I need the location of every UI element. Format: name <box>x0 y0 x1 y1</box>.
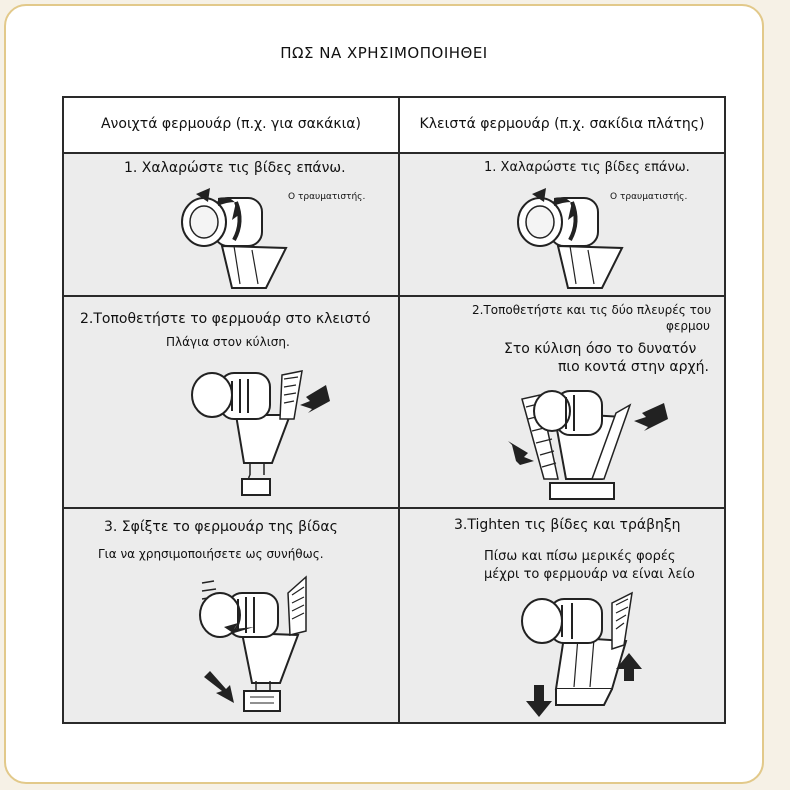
zipper-pull-icon <box>521 591 642 717</box>
zipper-head-loosen-icon <box>181 188 288 289</box>
cell-step2-closed: 2.Τοποθετήστε και τις δύο πλευρές του φε… <box>398 295 726 509</box>
step2-closed-line2: Στο κύλιση όσο το δυνατόν <box>504 341 697 357</box>
instruction-table: Ανοιχτά φερμουάρ (π.χ. για σακάκια) Κλει… <box>62 96 726 724</box>
step1-open-note: Ο τραυματιστής. <box>288 192 366 202</box>
cell-step2-open: 2.Τοποθετήστε το φερμουάρ στο κλειστό Πλ… <box>62 295 400 509</box>
page-title: ΠΩΣ ΝΑ ΧΡΗΣΙΜΟΠΟΙΗΘΕΙ <box>280 44 488 62</box>
step1-open-text: 1. Χαλαρώστε τις βίδες επάνω. <box>124 160 346 176</box>
header-closed-zippers: Κλειστά φερμουάρ (π.χ. σακίδια πλάτης) <box>398 96 726 154</box>
zipper-tighten-icon <box>199 575 307 712</box>
cell-step1-closed: 1. Χαλαρώστε τις βίδες επάνω. Ο τραυματι… <box>398 152 726 297</box>
step3-closed-line2: Πίσω και πίσω μερικές φορές <box>484 549 676 564</box>
zipper-head-loosen-icon <box>517 188 624 289</box>
step3-closed-line3: μέχρι το φερμουάρ να είναι λείο <box>484 567 695 582</box>
zipper-insert-side-icon <box>191 370 330 496</box>
step2-open-line2: Πλάγια στον κύλιση. <box>166 335 290 349</box>
step1-closed-note: Ο τραυματιστής. <box>610 192 688 202</box>
header-closed-label: Κλειστά φερμουάρ (π.χ. σακίδια πλάτης) <box>419 116 705 132</box>
step3-open-line2: Για να χρησιμοποιήσετε ως συνήθως. <box>98 547 324 561</box>
zipper-insert-both-icon <box>508 390 668 500</box>
step2-open-text: 2.Τοποθετήστε το φερμουάρ στο κλειστό <box>80 311 371 327</box>
header-open-zippers: Ανοιχτά φερμουάρ (π.χ. για σακάκια) <box>62 96 400 154</box>
step3-closed-text: 3.Tighten τις βίδες και τράβηξη <box>454 517 681 533</box>
header-open-label: Ανοιχτά φερμουάρ (π.χ. για σακάκια) <box>100 116 361 132</box>
step1-closed-text: 1. Χαλαρώστε τις βίδες επάνω. <box>484 160 690 175</box>
cell-step1-open: 1. Χαλαρώστε τις βίδες επάνω. Ο τραυματι… <box>62 152 400 297</box>
step3-open-text: 3. Σφίξτε το φερμουάρ της βίδας <box>104 519 338 535</box>
step2-closed-line3: πιο κοντά στην αρχή. <box>558 359 709 375</box>
cell-step3-open: 3. Σφίξτε το φερμουάρ της βίδας Για να χ… <box>62 507 400 724</box>
cell-step3-closed: 3.Tighten τις βίδες και τράβηξη Πίσω και… <box>398 507 726 724</box>
step2-closed-text: 2.Τοποθετήστε και τις δύο πλευρές του <box>472 303 712 317</box>
step2-closed-text-cont: φερμου <box>666 319 710 333</box>
